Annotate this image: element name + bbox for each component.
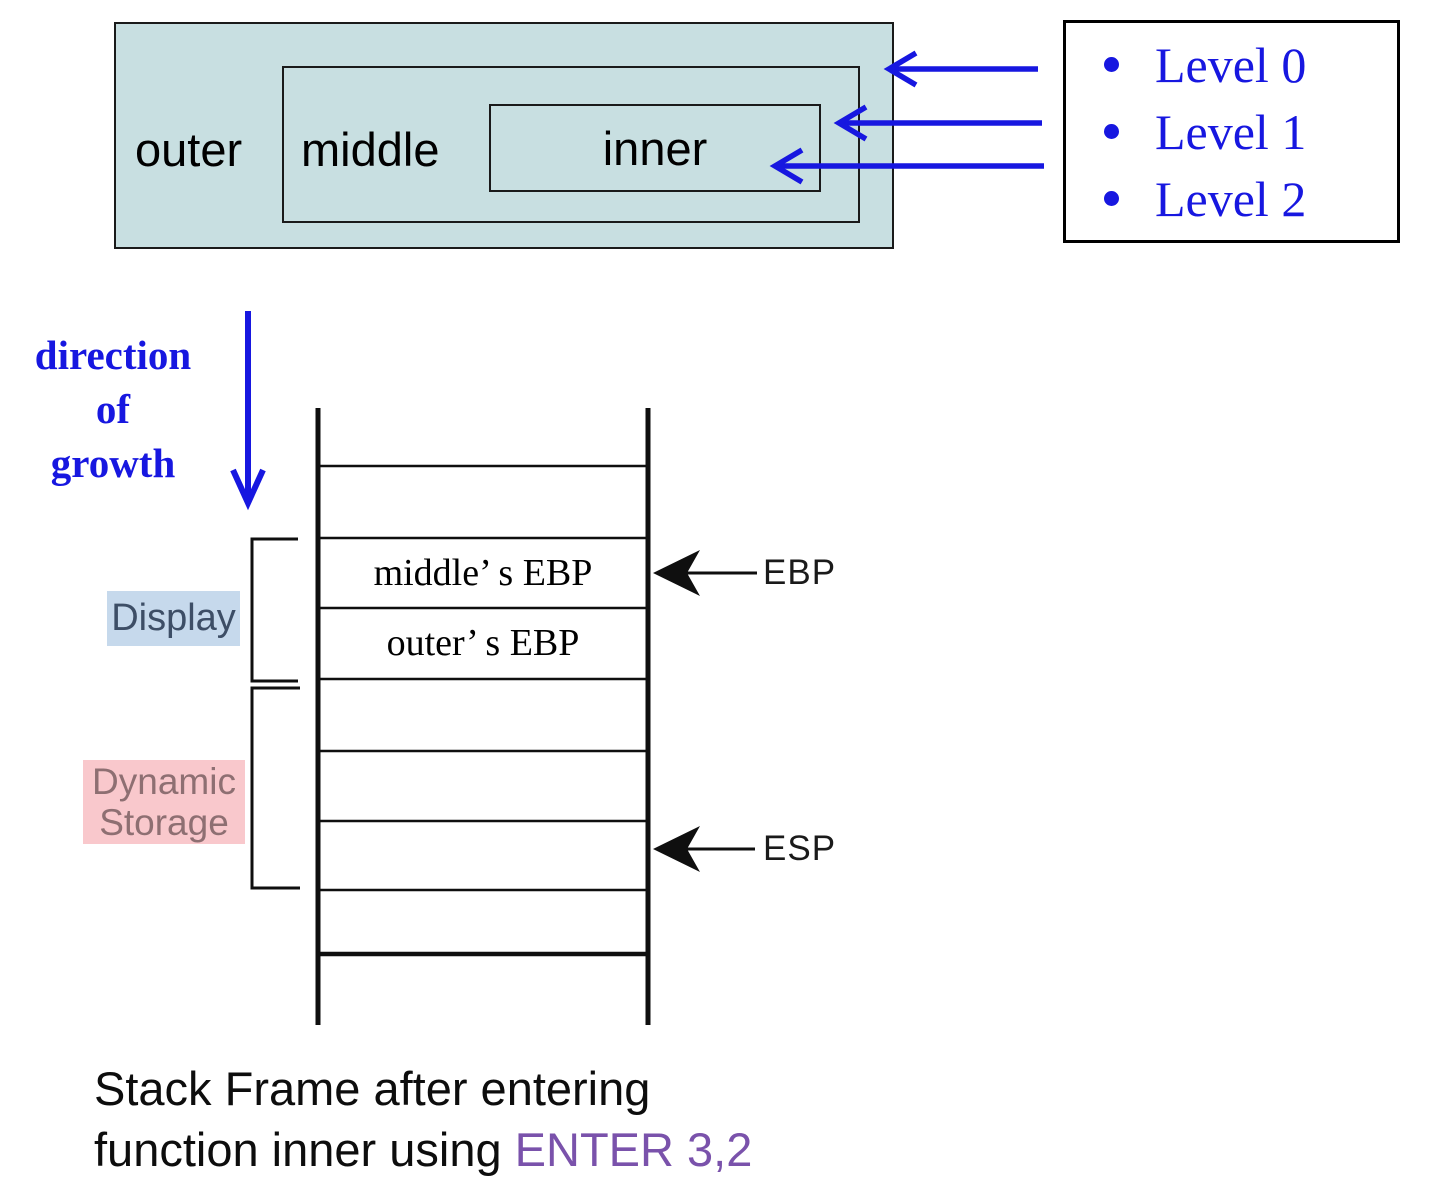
growth-label-line1: direction — [34, 332, 192, 378]
legend-label-level1: Level 1 — [1155, 103, 1307, 160]
esp-arrowhead-icon — [653, 826, 700, 872]
outer-scope-label: outer — [135, 123, 243, 176]
bullet-icon — [1104, 191, 1119, 206]
growth-label-line2: of — [95, 386, 131, 432]
level2-arrowhead-icon — [769, 147, 804, 185]
dynamic-storage-bracket — [250, 686, 300, 890]
stack-cell-outer-ebp: outer’ s EBP — [386, 622, 580, 664]
bullet-icon — [1104, 57, 1119, 72]
stack-ladder — [250, 408, 757, 1025]
esp-register-label: ESP — [763, 829, 837, 868]
dynamic-storage-line2: Storage — [99, 802, 229, 843]
caption-line2-text: function inner using — [94, 1123, 515, 1176]
outer-scope-box: inner — [114, 22, 894, 249]
level0-arrowhead-icon — [883, 50, 918, 88]
display-bracket — [250, 537, 298, 683]
enter-instruction-highlight: ENTER 3,2 — [514, 1123, 753, 1176]
dynamic-storage-region-label: Dynamic Storage — [83, 760, 245, 844]
growth-label-line3: growth — [50, 440, 176, 486]
dynamic-storage-line1: Dynamic — [92, 761, 236, 802]
display-region-label: Display — [107, 591, 240, 646]
ebp-arrowhead-icon — [653, 550, 700, 596]
levels-legend-box: Level 0 Level 1 Level 2 — [1063, 20, 1400, 243]
level-pointer-arrows — [769, 50, 1044, 185]
caption-line1: Stack Frame after entering — [94, 1062, 651, 1115]
direction-of-growth-label: direction of growth — [15, 328, 211, 490]
legend-label-level2: Level 2 — [1155, 170, 1307, 227]
middle-scope-label: middle — [301, 123, 440, 176]
stack-cell-lines — [320, 464, 646, 892]
caption-line2: function inner using ENTER 3,2 — [94, 1119, 752, 1180]
inner-scope-box: inner — [489, 104, 821, 192]
caption: Stack Frame after entering function inne… — [94, 1058, 752, 1180]
legend-label-level0: Level 0 — [1155, 36, 1307, 93]
ebp-register-label: EBP — [763, 553, 837, 592]
level1-arrowhead-icon — [833, 104, 868, 142]
legend-item-level1: Level 1 — [1104, 107, 1397, 157]
middle-scope-box: inner — [282, 66, 860, 223]
bullet-icon — [1104, 124, 1119, 139]
growth-direction-arrow-icon — [230, 311, 266, 511]
legend-item-level0: Level 0 — [1104, 40, 1397, 90]
legend-item-level2: Level 2 — [1104, 174, 1397, 224]
stack-cell-middle-ebp: middle’ s EBP — [373, 552, 593, 594]
inner-scope-label: inner — [602, 121, 708, 175]
